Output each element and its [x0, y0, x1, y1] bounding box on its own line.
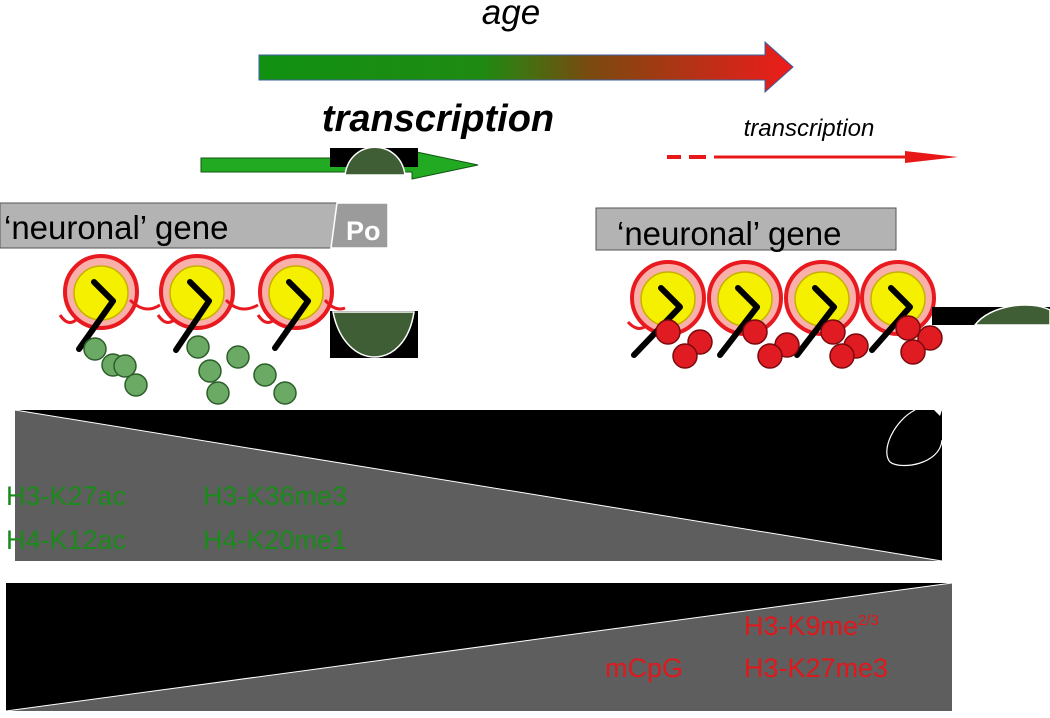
- repressive-mark-mcpg: mCpG: [605, 653, 683, 683]
- transcription-strong-label: transcription: [322, 98, 554, 140]
- active-mark-h4k20me1: H4-K20me1: [203, 525, 347, 555]
- transcription-weak-label: transcription: [744, 115, 875, 142]
- old-gene-box: [595, 207, 897, 251]
- active-mark-h4k12ac: H4-K12ac: [6, 525, 126, 555]
- old-nucleosome-3: [784, 260, 860, 358]
- repressive-marks-wedge: [5, 582, 953, 712]
- polymerase-blob-young: [332, 311, 415, 358]
- young-nucleosome-1: [58, 254, 161, 352]
- pol-label: Po: [346, 216, 381, 246]
- young-nucleosome-3: [256, 254, 346, 351]
- transcription-weak-arrowhead: [905, 151, 958, 163]
- active-mark-h3k36me3: H3-K36me3: [203, 481, 347, 511]
- active-mark-balls: [83, 335, 297, 405]
- young-gene-box: [0, 202, 389, 249]
- repressive-mark-h3k27me3: H3-K27me3: [744, 653, 888, 683]
- active-marks-wedge: [14, 409, 943, 562]
- repressive-mark-h3k9me: H3-K9me2/3: [744, 611, 879, 641]
- age-arrow: [258, 40, 794, 94]
- old-nucleosome-2: [707, 260, 783, 358]
- old-nucleosome-1: [626, 260, 706, 358]
- age-label: age: [482, 0, 540, 32]
- pol-label-backdrop: [330, 202, 389, 249]
- polymerase-blob-top: [344, 146, 406, 176]
- old-gene-label: ‘neuronal’ gene: [617, 215, 841, 252]
- young-nucleosome-2: [156, 254, 259, 353]
- young-gene-label: ‘neuronal’ gene: [4, 209, 228, 246]
- active-mark-h3k27ac: H3-K27ac: [6, 481, 126, 511]
- repressive-mark-h3k9me-superscript: 2/3: [858, 612, 879, 629]
- repressive-mark-balls: [655, 315, 943, 369]
